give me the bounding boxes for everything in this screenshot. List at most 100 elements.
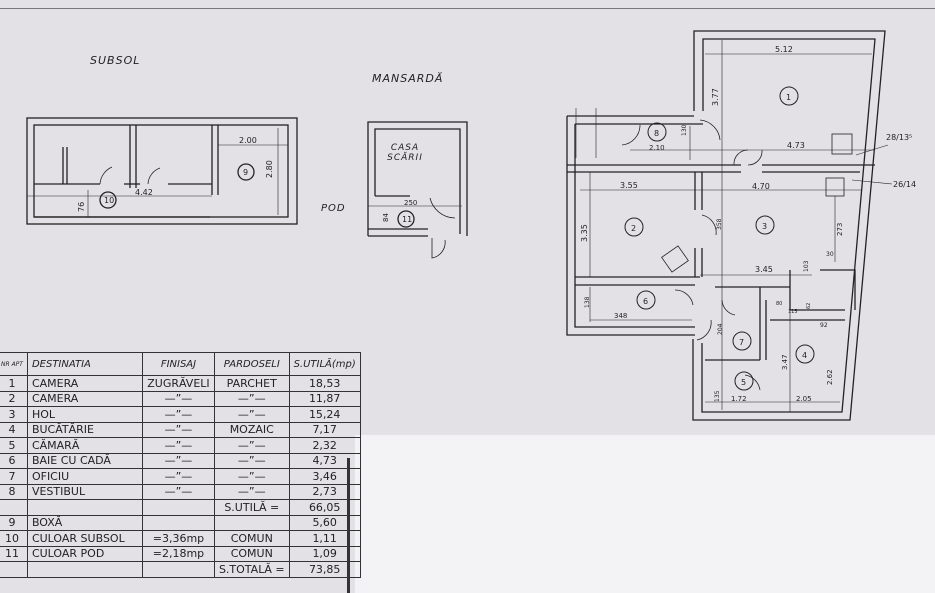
room-6-number: 6 [643, 297, 648, 306]
room-5-number: 5 [741, 378, 746, 387]
table-row: S.TOTALĂ =73,85 [0, 561, 361, 578]
dim-80: 80 [776, 301, 782, 307]
cell-su: 5,60 [288, 514, 361, 531]
cell-par: COMUN [213, 530, 290, 547]
cell-fin: =2,18mp [141, 545, 215, 562]
cell-su: 3,46 [288, 468, 361, 485]
mansarda-title: MANSARDĂ [372, 72, 444, 85]
subsol-title: SUBSOL [90, 54, 141, 67]
cell-fin: =3,36mp [141, 530, 215, 547]
dim-2-00: 2.00 [239, 136, 257, 145]
cell-su: 73,85 [288, 561, 361, 578]
main-floor-plan: 1 2 3 4 5 6 7 8 5.12 3.77 4.73 130 2.10 … [566, 30, 916, 421]
room-2-number: 2 [631, 224, 636, 233]
dim-273: 273 [836, 223, 844, 236]
dim-92: 92 [820, 322, 828, 329]
dim-115: 115 [788, 309, 798, 315]
cell-par [213, 514, 290, 531]
dim-348: 348 [614, 312, 627, 320]
mansarda-plan: 11 250 84 [367, 121, 468, 259]
dim-84: 84 [382, 213, 390, 222]
dim-138: 138 [584, 296, 591, 308]
dim-250: 250 [404, 199, 417, 207]
cell-su: 15,24 [288, 406, 361, 423]
header-suprafata-utila: S.UTILĂ(mp) [288, 352, 361, 376]
cell-su: 2,32 [288, 437, 361, 454]
cell-fin [141, 561, 215, 578]
dim-4-73: 4.73 [787, 141, 805, 150]
rooms-table: NR APT DESTINATIA FINISAJ PARDOSELI S.UT… [0, 352, 361, 578]
cell-par: —”— [213, 390, 290, 407]
room-7-number: 7 [739, 338, 744, 347]
cell-nr: 5 [0, 437, 28, 454]
cell-fin: —”— [141, 421, 215, 438]
dim-62: 62 [806, 303, 812, 309]
dim-204: 204 [717, 323, 724, 335]
dim-103: 103 [803, 260, 810, 272]
cell-nr: 7 [0, 468, 28, 485]
dim-358: 358 [716, 218, 723, 230]
room-8-number: 8 [654, 129, 659, 138]
cell-dest: CAMERA [26, 390, 143, 407]
dim-2-10: 2.10 [649, 144, 665, 152]
dim-2-80: 2.80 [265, 160, 274, 178]
cell-nr: 9 [0, 514, 28, 531]
cell-nr: 4 [0, 421, 28, 438]
cell-dest: CAMERA [26, 375, 143, 392]
cell-par: —”— [213, 468, 290, 485]
room-4-number: 4 [802, 351, 807, 360]
header-finisaj: FINISAJ [141, 352, 215, 376]
cell-su: 7,17 [288, 421, 361, 438]
cell-nr: 8 [0, 483, 28, 500]
cell-su: 11,87 [288, 390, 361, 407]
dim-30: 30 [826, 251, 834, 258]
room-9-number: 9 [243, 168, 248, 177]
casa-scarii-label: CASA SCĂRII [387, 143, 423, 163]
note-chimney-1: 28/13⁵ [886, 133, 912, 142]
dim-2-05: 2.05 [796, 395, 812, 403]
cell-par: —”— [213, 406, 290, 423]
cell-su: 18,53 [288, 375, 361, 392]
cell-dest: BOXĂ [26, 514, 143, 531]
header-nr: NR APT [0, 352, 28, 376]
room-3-number: 3 [762, 222, 767, 231]
cell-fin: —”— [141, 390, 215, 407]
dim-76: 76 [77, 202, 86, 212]
table-row: S.UTILĂ =66,05 [0, 499, 361, 516]
page-edge-line [0, 0, 935, 9]
cell-fin: —”— [141, 483, 215, 500]
cell-nr [0, 561, 28, 578]
cell-dest: CĂMARĂ [26, 437, 143, 454]
cell-dest: HOL [26, 406, 143, 423]
cell-fin: —”— [141, 452, 215, 469]
pod-label: POD [321, 203, 346, 214]
dim-2-62: 2.62 [826, 369, 834, 385]
dim-1-72: 1.72 [731, 395, 747, 403]
dim-3-77: 3.77 [711, 88, 720, 106]
dim-135: 135 [714, 390, 721, 402]
cell-nr: 6 [0, 452, 28, 469]
cell-fin: —”— [141, 437, 215, 454]
cell-dest: OFICIU [26, 468, 143, 485]
room-1-number: 1 [786, 93, 791, 102]
cell-fin [141, 514, 215, 531]
cell-dest: VESTIBUL [26, 483, 143, 500]
cell-dest: CULOAR POD [26, 545, 143, 562]
cell-par: PARCHET [213, 375, 290, 392]
cell-dest: CULOAR SUBSOL [26, 530, 143, 547]
table-header-row: NR APT DESTINATIA FINISAJ PARDOSELI S.UT… [0, 352, 361, 376]
header-destinatia: DESTINATIA [26, 352, 143, 376]
cell-dest: BAIE CU CADĂ [26, 452, 143, 469]
room-10-number: 10 [104, 196, 114, 205]
cell-nr: 3 [0, 406, 28, 423]
